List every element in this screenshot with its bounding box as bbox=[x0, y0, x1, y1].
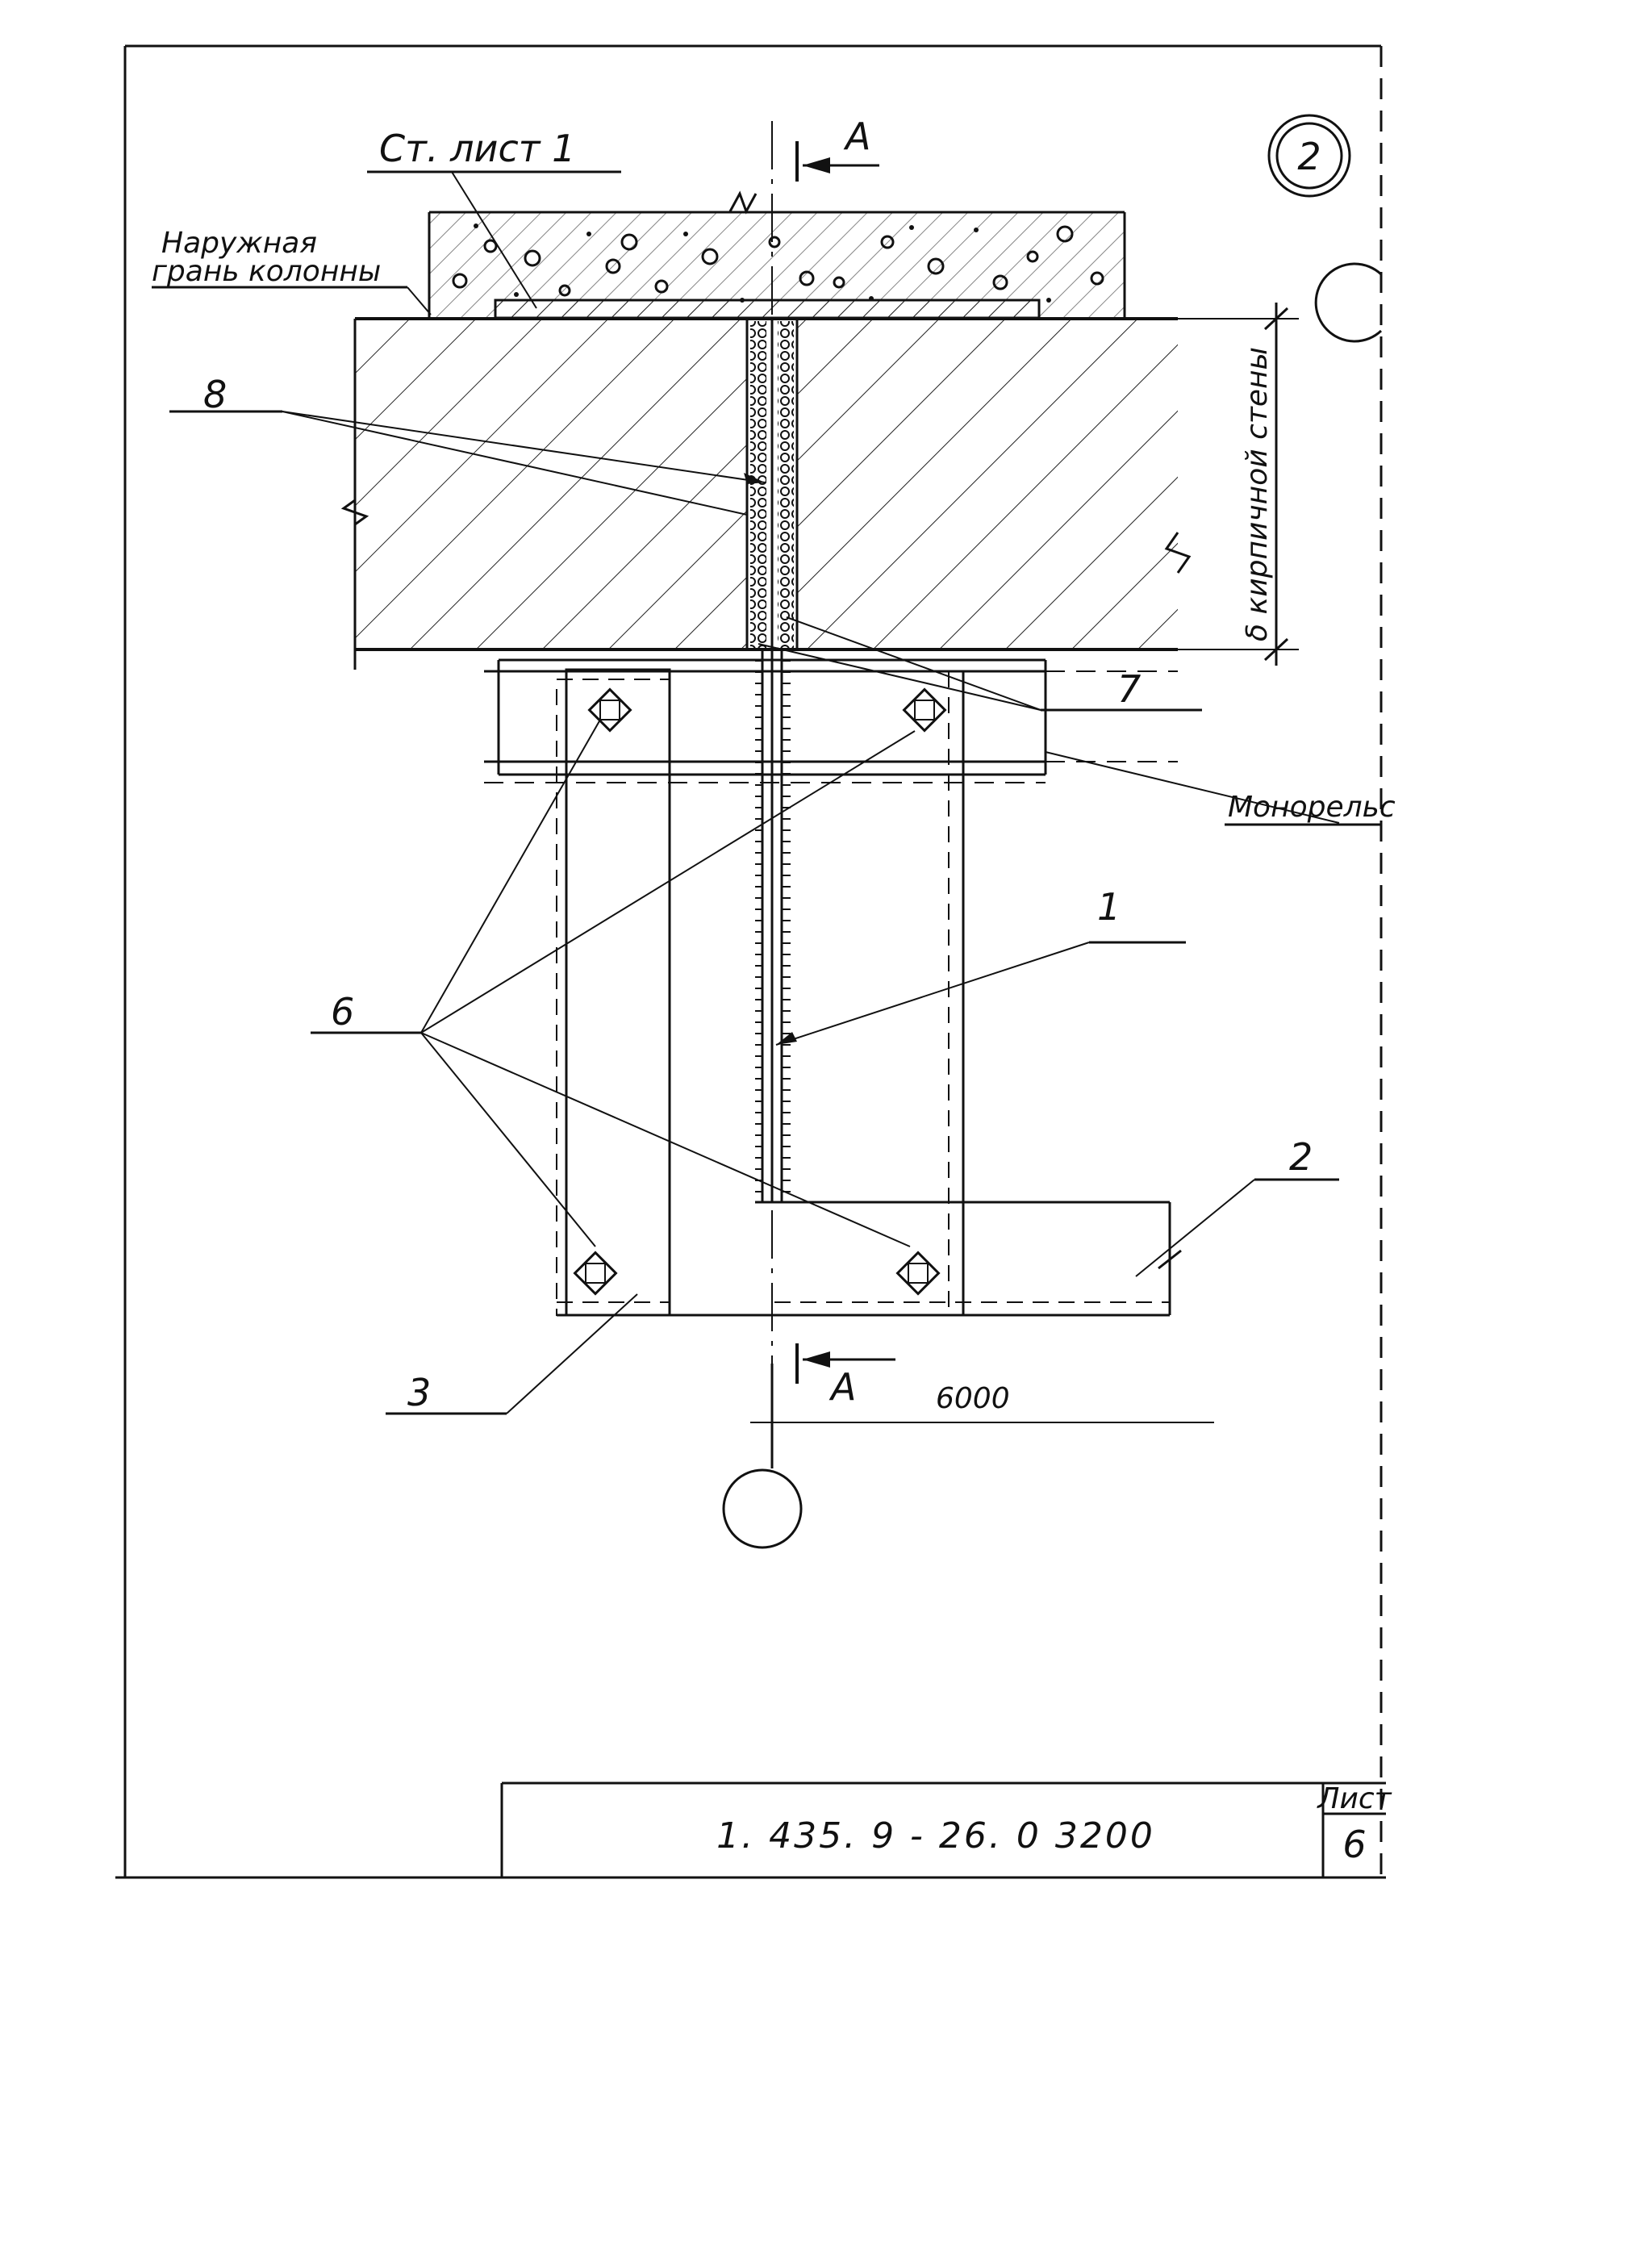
outer-face-label-line2: грань колонны bbox=[152, 255, 381, 288]
callout-6: 6 bbox=[311, 719, 916, 1247]
section-label-top: А bbox=[843, 115, 870, 158]
embedded-steel-plate bbox=[494, 299, 1041, 320]
document-code: 1. 435. 9 - 26. 0 3200 bbox=[716, 1815, 1155, 1857]
section-marker-bottom: А bbox=[795, 1343, 895, 1409]
bolt-bottom-right bbox=[895, 1251, 941, 1296]
callout-7: 7 bbox=[758, 616, 1202, 712]
callout-1: 1 bbox=[775, 885, 1186, 1046]
dimension-value: 6000 bbox=[936, 1382, 1010, 1415]
axis-marker-right bbox=[1314, 262, 1383, 343]
bolt-group bbox=[573, 687, 947, 1296]
sheet-number: 6 bbox=[1342, 1823, 1366, 1866]
section-label-bottom: А bbox=[829, 1365, 856, 1409]
wall-thickness-dimension: δ кирпичной стены bbox=[1178, 303, 1299, 666]
monorail-label: Монорельс bbox=[1228, 791, 1396, 824]
outer-face-label-group: Наружная грань колонны bbox=[152, 227, 432, 315]
svg-text:2: 2 bbox=[1289, 1135, 1313, 1179]
outer-face-label-line1: Наружная bbox=[161, 227, 317, 260]
svg-text:7: 7 bbox=[1117, 667, 1141, 711]
callout-8: 8 bbox=[169, 373, 766, 516]
svg-text:8: 8 bbox=[203, 373, 227, 416]
st-list-label-group: Ст. лист 1 bbox=[367, 127, 621, 309]
bolt-bottom-left bbox=[573, 1251, 618, 1296]
svg-text:6: 6 bbox=[331, 990, 354, 1034]
axis-marker-bottom bbox=[722, 1468, 803, 1549]
sheet-label: Лист bbox=[1316, 1782, 1392, 1815]
svg-text:3: 3 bbox=[407, 1371, 431, 1414]
bolt-top-left bbox=[587, 687, 632, 733]
callout-3: 3 bbox=[386, 1293, 638, 1415]
title-block: 1. 435. 9 - 26. 0 3200 Лист 6 bbox=[500, 1781, 1392, 1877]
bolt-top-right bbox=[902, 687, 947, 733]
st-list-label: Ст. лист 1 bbox=[379, 127, 575, 170]
dimension-6000: 6000 bbox=[750, 1382, 1214, 1423]
monorail-label-group: Монорельс bbox=[1228, 791, 1396, 824]
section-marker-top: А bbox=[795, 115, 879, 182]
left-strap bbox=[556, 668, 1170, 1317]
sheet-frame bbox=[115, 44, 1386, 1879]
detail-number-bubble: 2 bbox=[1267, 114, 1351, 198]
callout-2: 2 bbox=[1135, 1135, 1339, 1315]
wall-thickness-label: δ кирпичной стены bbox=[1241, 347, 1274, 641]
right-strap bbox=[774, 671, 1170, 1315]
svg-text:1: 1 bbox=[1097, 885, 1121, 929]
detail-number: 2 bbox=[1297, 135, 1321, 178]
